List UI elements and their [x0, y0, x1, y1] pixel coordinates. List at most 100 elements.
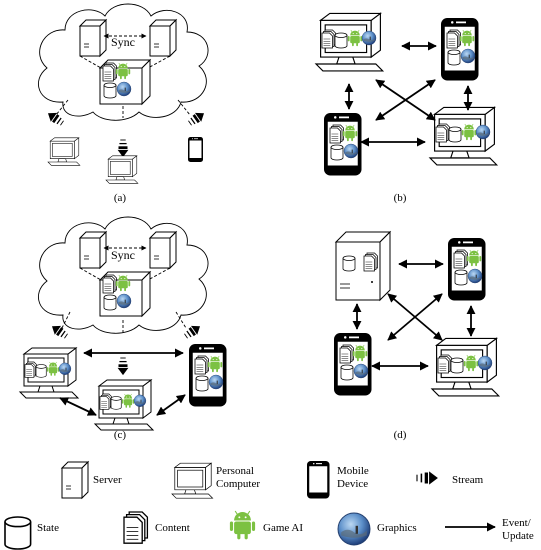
content-icon [123, 511, 149, 544]
legend-pc-label-2: Computer [216, 478, 260, 490]
event-arrow [375, 79, 436, 121]
state-icon [103, 82, 117, 99]
panel-a-label: (a) [114, 192, 127, 204]
stream-icon [188, 112, 205, 126]
content-icon [453, 249, 468, 269]
stream-icon [416, 471, 438, 485]
android-icon [115, 274, 131, 292]
legend-state-label: State [37, 522, 59, 534]
legend-pc-label-1: Personal [216, 465, 254, 477]
android-icon [459, 29, 475, 47]
server-icon [148, 230, 178, 270]
android-icon [121, 393, 135, 408]
resource-bundle [194, 355, 224, 392]
globe-icon [116, 293, 132, 309]
content-icon [102, 62, 117, 82]
state-icon [35, 364, 47, 378]
content-icon [99, 393, 112, 410]
content-icon [194, 355, 209, 375]
android-icon [229, 510, 256, 540]
globe-icon [116, 81, 132, 97]
server-link [79, 267, 102, 281]
mobile-icon [188, 137, 203, 162]
android-icon [352, 344, 368, 362]
state-icon [447, 49, 461, 66]
android-icon [207, 355, 223, 373]
stream-icon [51, 325, 68, 339]
sync-label-c: Sync [111, 248, 135, 262]
stream-icon [47, 112, 64, 126]
resource-bundle [437, 354, 493, 374]
legend-gameai-label: Game AI [263, 522, 303, 534]
globe-icon [361, 30, 377, 46]
server-icon [60, 460, 90, 500]
resource-bundle [321, 29, 377, 49]
globe-icon [460, 48, 476, 64]
legend-mobile-label-1: Mobile [337, 465, 369, 477]
mobile-icon [334, 333, 372, 396]
content-icon [102, 274, 117, 294]
globe-icon [477, 355, 493, 371]
panel-c-label: (c) [114, 429, 127, 441]
resource-bundle [339, 344, 369, 381]
server-icon [148, 18, 178, 58]
state-icon [195, 375, 209, 392]
stream-icon [117, 357, 129, 376]
server-icon [78, 230, 108, 270]
legend-graphics-label: Graphics [377, 522, 417, 534]
legend-mobile-label-2: Device [337, 478, 368, 490]
globe-icon [133, 394, 147, 407]
state-icon [334, 32, 348, 49]
pc-icon [171, 462, 214, 499]
stream-path [175, 311, 187, 329]
state-icon [454, 269, 468, 286]
resource-bundle [102, 62, 132, 99]
content-icon [446, 29, 461, 49]
stream-path [177, 99, 191, 116]
state-icon [448, 126, 462, 143]
server-link [147, 267, 171, 281]
mobile-icon [448, 238, 486, 301]
mobile-icon [189, 344, 227, 407]
state-icon [450, 357, 464, 374]
resource-bundle [24, 361, 72, 378]
state-icon [4, 516, 32, 550]
sync-label-a: Sync [111, 35, 135, 49]
content-icon [363, 252, 378, 272]
android-icon [463, 354, 479, 372]
state-icon [342, 255, 356, 272]
android-icon [461, 123, 477, 141]
globe-icon [58, 362, 72, 375]
stream-path [61, 311, 71, 329]
resource-bundle [329, 124, 359, 161]
event-arrow [59, 397, 97, 416]
android-icon [347, 29, 363, 47]
content-icon [435, 123, 450, 143]
server-link [79, 55, 102, 69]
panel-d-label: (d) [394, 429, 407, 441]
event-arrow [156, 394, 186, 416]
stream-icon [184, 325, 201, 339]
mobile-icon [324, 113, 362, 176]
content-icon [329, 124, 344, 144]
resource-bundle [453, 249, 483, 286]
stream-path [55, 99, 69, 116]
content-icon [24, 361, 37, 378]
globe-icon [467, 268, 483, 284]
pc-icon [105, 155, 139, 184]
mobile-icon [441, 18, 479, 81]
content-icon [339, 344, 354, 364]
content-icon [321, 29, 336, 49]
globe-icon [353, 363, 369, 379]
resource-bundle [446, 29, 476, 66]
android-icon [115, 62, 131, 80]
pc-icon [47, 137, 81, 166]
android-icon [466, 249, 482, 267]
state-icon [110, 396, 122, 410]
android-icon [46, 361, 60, 376]
legend-server-label: Server [93, 474, 122, 486]
state-icon [340, 364, 354, 381]
globe-icon [208, 374, 224, 390]
resource-bundle [99, 393, 147, 410]
resource-bundle [435, 123, 491, 143]
